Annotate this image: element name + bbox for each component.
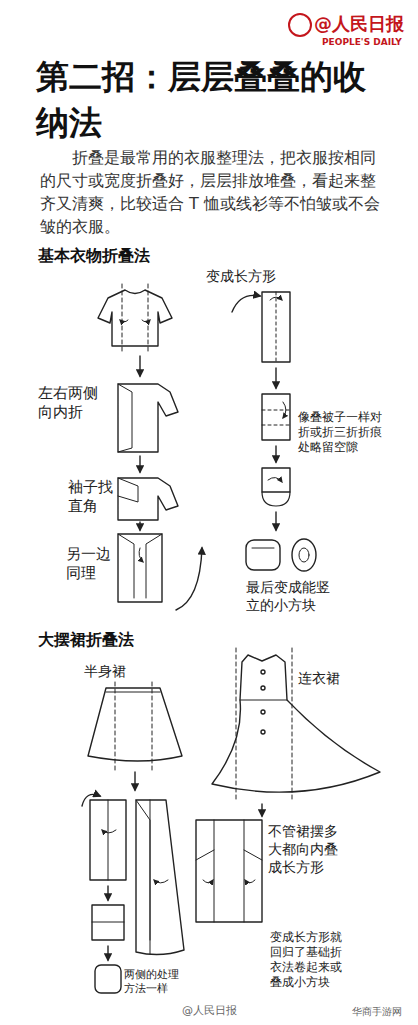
step-note: 变成长方形 xyxy=(206,268,276,286)
step-note: 两侧的处理方法一样 xyxy=(124,968,182,996)
step-note: 不管裙摆多大都向内叠成长方形 xyxy=(268,822,342,876)
garment-name: 连衣裙 xyxy=(298,670,340,688)
step-note: 最后变成能竖立的小方块 xyxy=(246,578,334,614)
step-note: 变成长方形就回归了基础折衣法卷起来或叠成小方块 xyxy=(270,930,346,990)
step-note: 左右两侧向内折 xyxy=(38,384,101,422)
intro-paragraph: 折叠是最常用的衣服整理法，把衣服按相同的尺寸或宽度折叠好，层层排放堆叠，看起来整… xyxy=(40,146,382,238)
section-heading: 大摆裙折叠法 xyxy=(38,630,134,650)
garment-name: 半身裙 xyxy=(84,663,126,681)
page-title: 第二招：层层叠叠的收纳法 xyxy=(36,54,386,146)
section-heading: 基本衣物折叠法 xyxy=(38,246,150,266)
watermark: @人民日报 xyxy=(182,1004,237,1018)
logo-text: @人民日报 xyxy=(314,13,404,36)
step-note: 另一边同理 xyxy=(66,545,114,583)
step-note: 像叠被子一样对折或折三折折痕处略留空隙 xyxy=(298,410,386,455)
logo-subtext: PEOPLE'S DAILY xyxy=(322,37,402,48)
step-note: 袖子找直角 xyxy=(68,478,116,516)
watermark: 华商手游网 xyxy=(352,1006,402,1019)
